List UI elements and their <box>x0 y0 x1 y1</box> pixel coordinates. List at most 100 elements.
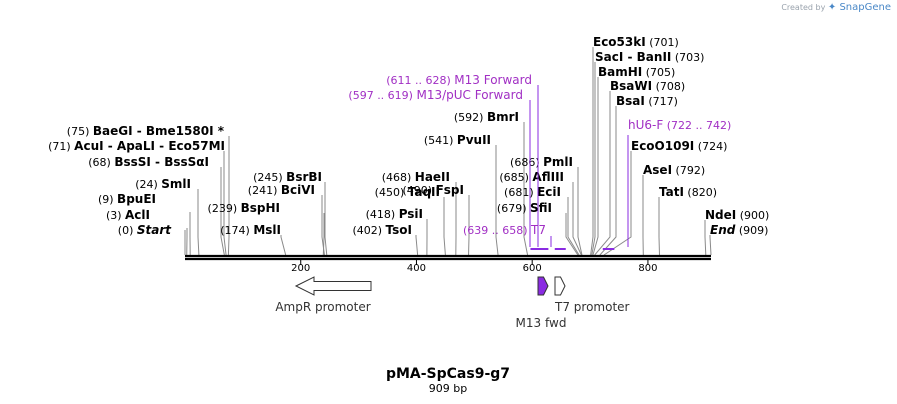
site-label: End (909) <box>710 223 768 237</box>
site-name: AflIII <box>532 170 564 184</box>
primer-label: (597 .. 619) M13/pUC Forward <box>348 88 523 102</box>
site-label: SacI - BanII (703) <box>595 50 704 64</box>
site-name: BsaI <box>616 94 645 108</box>
site-tati: TatI (820) <box>658 185 717 256</box>
site-position: (679) <box>497 202 530 215</box>
ruler-tick-label: 600 <box>523 263 542 274</box>
site-label: EcoO109I (724) <box>631 139 727 153</box>
site-name: AcuI - ApaLI - Eco57MI <box>74 139 225 153</box>
site-leader-line <box>592 77 599 256</box>
ruler-tick-label: 800 <box>638 263 657 274</box>
site-position: (468) <box>382 171 415 184</box>
map-title: pMA-SpCas9-g7 <box>386 366 510 382</box>
site-eco53ki: Eco53kI (701) <box>590 35 679 256</box>
site-leader-line <box>599 106 617 256</box>
site-bmri: (592) BmrI <box>454 110 529 256</box>
primer-hu6-f: hU6-F (722 .. 742) <box>602 118 731 250</box>
site-name: BspHI <box>241 201 280 215</box>
site-position: (681) <box>504 186 537 199</box>
site-haeii: (468) HaeII <box>382 170 457 256</box>
primer-t7: (639 .. 658) T7 <box>463 223 566 250</box>
site-leader-line <box>495 145 499 256</box>
site-leader-line <box>577 167 583 256</box>
site-bsrbi: (245) BsrBI <box>253 170 328 256</box>
site-psii: (418) PsiI <box>366 207 428 256</box>
site-pmli: (686) PmlI <box>510 155 583 256</box>
site-leader-line <box>567 197 580 256</box>
feature-arrow <box>294 276 372 296</box>
site-position: (174) <box>220 224 253 237</box>
site-position: (245) <box>253 171 286 184</box>
site-bcivi: (241) BciVI <box>248 183 325 256</box>
primer-label: (639 .. 658) T7 <box>463 223 546 237</box>
primer-annotations: (611 .. 628) M13 Forward(597 .. 619) M13… <box>348 73 731 250</box>
feature-arrow <box>554 276 566 296</box>
site-position: (592) <box>454 111 487 124</box>
primer-name: hU6-F <box>628 118 663 132</box>
site-leader-line <box>197 189 200 256</box>
site-label: (9) BpuEI <box>98 192 156 206</box>
site-name: TatI <box>659 185 684 199</box>
site-name: BpuEI <box>117 192 156 206</box>
site-position: (418) <box>366 208 399 221</box>
site-name: BaeGI - Bme1580I * <box>93 124 225 138</box>
site-name: BamHI <box>598 65 642 79</box>
site-label: AseI (792) <box>643 163 705 177</box>
site-leader-line <box>565 213 579 256</box>
snapgene-logo: ✦ SnapGene <box>827 2 891 13</box>
ruler-tick-label: 400 <box>407 263 426 274</box>
primer-name: M13 Forward <box>454 73 532 87</box>
site-label: (541) PvuII <box>424 133 491 147</box>
site-label: (241) BciVI <box>248 183 315 197</box>
site-name: AclI <box>125 208 150 222</box>
primer-range: (611 .. 628) <box>386 74 454 87</box>
site-leader-line <box>321 195 325 256</box>
site-name: SacI - BanII <box>595 50 671 64</box>
site-label: (245) BsrBI <box>253 170 322 184</box>
site-name: Eco53kI <box>593 35 646 49</box>
credit-brand: SnapGene <box>839 2 891 13</box>
site-label: (679) SfiI <box>497 201 552 215</box>
site-smli: (24) SmlI <box>135 177 200 256</box>
site-acli: (3) AclI <box>106 208 188 256</box>
site-position: (900) <box>736 209 769 222</box>
site-baegi: (75) BaeGI - Bme1580I * <box>67 124 230 256</box>
site-saci: SacI - BanII (703) <box>591 50 704 256</box>
feature-t7-promoter: T7 promoter <box>554 276 630 314</box>
site-name: BsaWI <box>610 79 652 93</box>
feature-ampr-promoter: AmpR promoter <box>275 276 372 314</box>
site-label: (3) AclI <box>106 208 150 222</box>
site-label: (239) BspHI <box>208 201 280 215</box>
site-bamhi: BamHI (705) <box>592 65 675 256</box>
site-position: (909) <box>735 224 768 237</box>
site-name: NdeI <box>705 208 736 222</box>
site-label: (402) TsoI <box>352 223 412 237</box>
feature-label: M13 fwd <box>516 316 567 330</box>
site-position: (68) <box>88 156 114 169</box>
site-label: BsaI (717) <box>616 94 678 108</box>
site-name: SfiI <box>530 201 552 215</box>
site-name: BssSI - BssSαI <box>114 155 209 169</box>
site-position: (402) <box>352 224 385 237</box>
feature-label: T7 promoter <box>554 300 630 314</box>
site-leader-line <box>227 136 230 256</box>
site-position: (490) <box>403 184 436 197</box>
site-label: (24) SmlI <box>135 177 191 191</box>
site-name: TaqII <box>408 185 440 199</box>
site-label: (490) FspI <box>403 183 464 197</box>
site-name: PmlI <box>543 155 573 169</box>
site-leader-line <box>709 235 712 256</box>
site-position: (450) <box>375 186 408 199</box>
primer-name: M13/pUC Forward <box>416 88 523 102</box>
site-afliii: (685) AflIII <box>499 170 582 256</box>
primer-label: hU6-F (722 .. 742) <box>628 118 731 132</box>
site-label: (592) BmrI <box>454 110 519 124</box>
site-name: EciI <box>537 185 561 199</box>
site-label: BamHI (705) <box>598 65 675 79</box>
site-label: NdeI (900) <box>705 208 769 222</box>
site-ndei: NdeI (900) <box>704 208 769 256</box>
feature-arrow <box>537 276 549 296</box>
snapgene-credit: Created by ✦ SnapGene <box>781 2 891 13</box>
site-position: (239) <box>208 202 241 215</box>
site-leader-line <box>223 151 227 256</box>
